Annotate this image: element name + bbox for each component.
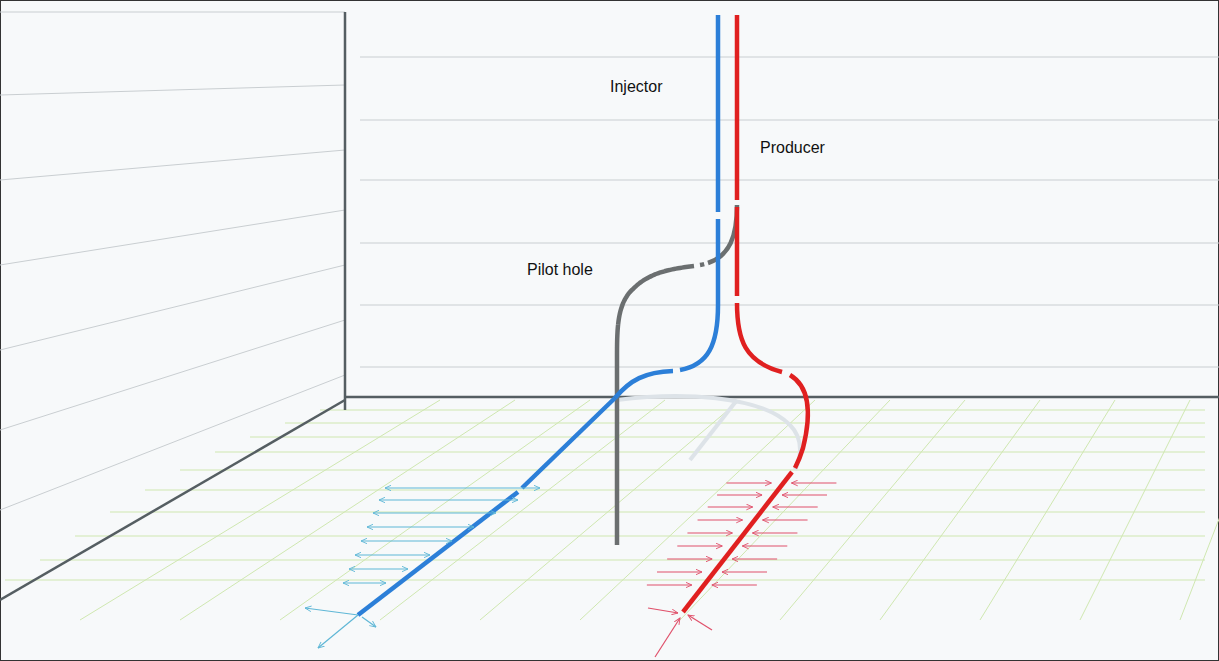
injection-arrow <box>362 617 376 627</box>
well-label: Injector <box>610 77 662 96</box>
wall-grid-line <box>0 12 345 13</box>
injection-arrow <box>349 568 408 569</box>
well-label: Pilot hole <box>527 260 593 279</box>
floor-grid-line <box>75 536 1205 537</box>
production-arrow <box>657 571 702 572</box>
production-arrow <box>763 519 808 520</box>
floor-grid-line <box>1080 400 1190 620</box>
wall-grid-line <box>0 85 345 95</box>
production-arrow <box>717 494 762 495</box>
injection-arrow <box>373 512 496 513</box>
floor-grid-line <box>180 400 515 620</box>
injection-arrow <box>305 608 358 615</box>
injection-arrow <box>318 615 358 648</box>
floor-grid-line <box>215 452 1205 453</box>
wall-grid-line <box>360 367 1219 368</box>
floor-grid-line <box>250 437 1205 438</box>
production-arrow <box>726 482 771 483</box>
production-arrow <box>648 608 678 613</box>
floor-grid-line <box>285 423 1205 424</box>
floor-grid-line <box>880 400 1040 620</box>
floor-grid-line <box>680 400 890 620</box>
floor-grid-line <box>5 580 1205 581</box>
production-arrow <box>688 615 712 630</box>
injection-arrow <box>367 526 474 527</box>
floor-grid-line <box>110 512 1205 513</box>
grid-lines <box>0 12 1219 620</box>
injection-arrow <box>355 554 430 555</box>
production-arrow <box>708 506 753 507</box>
flow-arrows <box>305 483 836 657</box>
floor-grid-line <box>40 560 1205 561</box>
production-arrow <box>742 545 787 546</box>
floor-grid-line <box>380 400 665 620</box>
wall-grid-line <box>360 120 1219 121</box>
wall-grid-line <box>360 305 1219 306</box>
axes <box>0 12 1219 600</box>
production-arrow <box>698 519 743 520</box>
floor-grid-line <box>980 400 1115 620</box>
production-arrow <box>722 571 767 572</box>
production-arrow <box>791 482 836 483</box>
injection-arrow <box>379 499 518 500</box>
floor-trace <box>617 396 800 470</box>
floor-grid-line <box>145 490 1205 491</box>
production-arrow <box>752 532 797 533</box>
floor-grid-line <box>280 400 590 620</box>
wall-grid-line <box>360 180 1219 181</box>
production-arrow <box>712 584 757 585</box>
production-arrow <box>677 545 722 546</box>
floor-grid-line <box>1180 400 1219 620</box>
wall-grid-line <box>0 265 345 350</box>
production-arrow <box>773 506 818 507</box>
floor-grid-line <box>180 470 1205 471</box>
floor-grid-line <box>80 400 440 620</box>
producer-well <box>683 15 808 612</box>
production-arrow <box>782 494 827 495</box>
production-arrow <box>732 558 777 559</box>
pilot-hole <box>617 205 737 545</box>
production-arrow <box>687 532 732 533</box>
wall-grid-line <box>0 150 345 180</box>
injection-arrow <box>385 487 540 488</box>
injection-arrow <box>343 582 386 583</box>
production-arrow <box>647 584 692 585</box>
wall-grid-line <box>0 320 345 430</box>
wall-grid-line <box>0 210 345 265</box>
production-arrow <box>667 558 712 559</box>
injector-well <box>358 15 718 615</box>
well-label: Producer <box>760 138 825 157</box>
production-arrow <box>655 618 680 657</box>
injection-arrow <box>361 540 452 541</box>
wall-grid-line <box>360 243 1219 244</box>
wall-grid-line <box>360 57 1219 58</box>
